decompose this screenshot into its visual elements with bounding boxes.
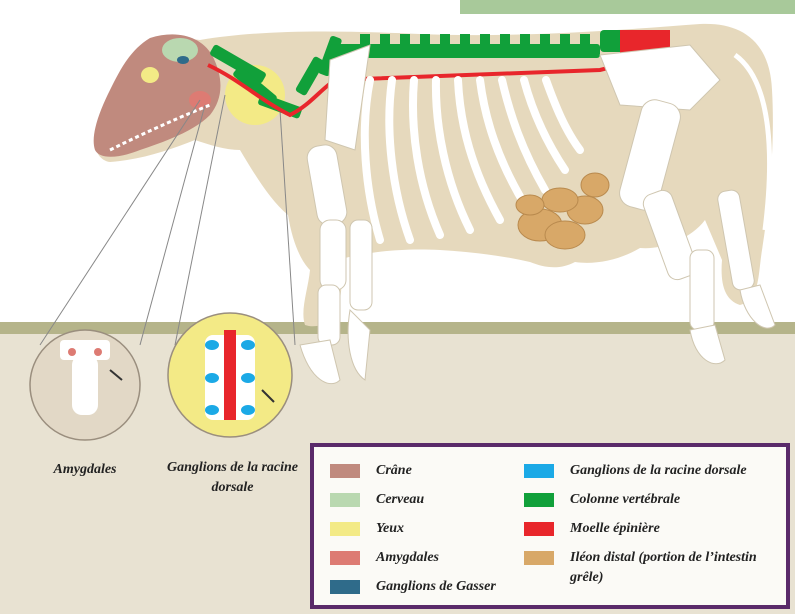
legend-item-ganglions: Ganglions de la racine dorsale	[524, 461, 747, 481]
legend-item-crane: Crâne	[330, 461, 412, 481]
spinal-cord-swatch	[524, 522, 554, 536]
legend: Crâne Cerveau Yeux Amygdales Ganglions d…	[310, 443, 790, 609]
legend-item-ileon: Iléon distal (portion de l’intestin grêl…	[524, 548, 774, 588]
caption-amygdales: Amygdales	[30, 460, 140, 480]
legend-item-colonne: Colonne vertébrale	[524, 490, 680, 510]
legend-item-moelle: Moelle épinière	[524, 519, 660, 539]
legend-label: Crâne	[376, 461, 412, 481]
brain-swatch	[330, 493, 360, 507]
dorsal-ganglia-inset	[168, 313, 292, 437]
gasser-ganglion	[177, 56, 189, 64]
legend-item-cerveau: Cerveau	[330, 490, 424, 510]
legend-label: Amygdales	[376, 548, 439, 568]
legend-label: Cerveau	[376, 490, 424, 510]
legend-label: Ganglions de la racine dorsale	[570, 461, 747, 481]
top-band	[460, 0, 795, 14]
skull-swatch	[330, 464, 360, 478]
legend-label: Iléon distal (portion de l’intestin grêl…	[570, 548, 774, 588]
tonsils-inset	[30, 330, 140, 440]
legend-item-amygdales: Amygdales	[330, 548, 439, 568]
ground-line	[0, 322, 795, 334]
ileum-swatch	[524, 551, 554, 565]
spine-swatch	[524, 493, 554, 507]
eye	[141, 67, 159, 83]
legend-label: Yeux	[376, 519, 404, 539]
eyes-swatch	[330, 522, 360, 536]
dorsal-ganglia-swatch	[524, 464, 554, 478]
legend-label: Moelle épinière	[570, 519, 660, 539]
legend-label: Ganglions de Gasser	[376, 577, 496, 597]
tonsils-swatch	[330, 551, 360, 565]
caption-ganglions: Ganglions de la racine dorsale	[165, 458, 300, 498]
gasser-swatch	[330, 580, 360, 594]
legend-label: Colonne vertébrale	[570, 490, 680, 510]
legend-item-yeux: Yeux	[330, 519, 404, 539]
legend-item-gasser: Ganglions de Gasser	[330, 577, 496, 597]
